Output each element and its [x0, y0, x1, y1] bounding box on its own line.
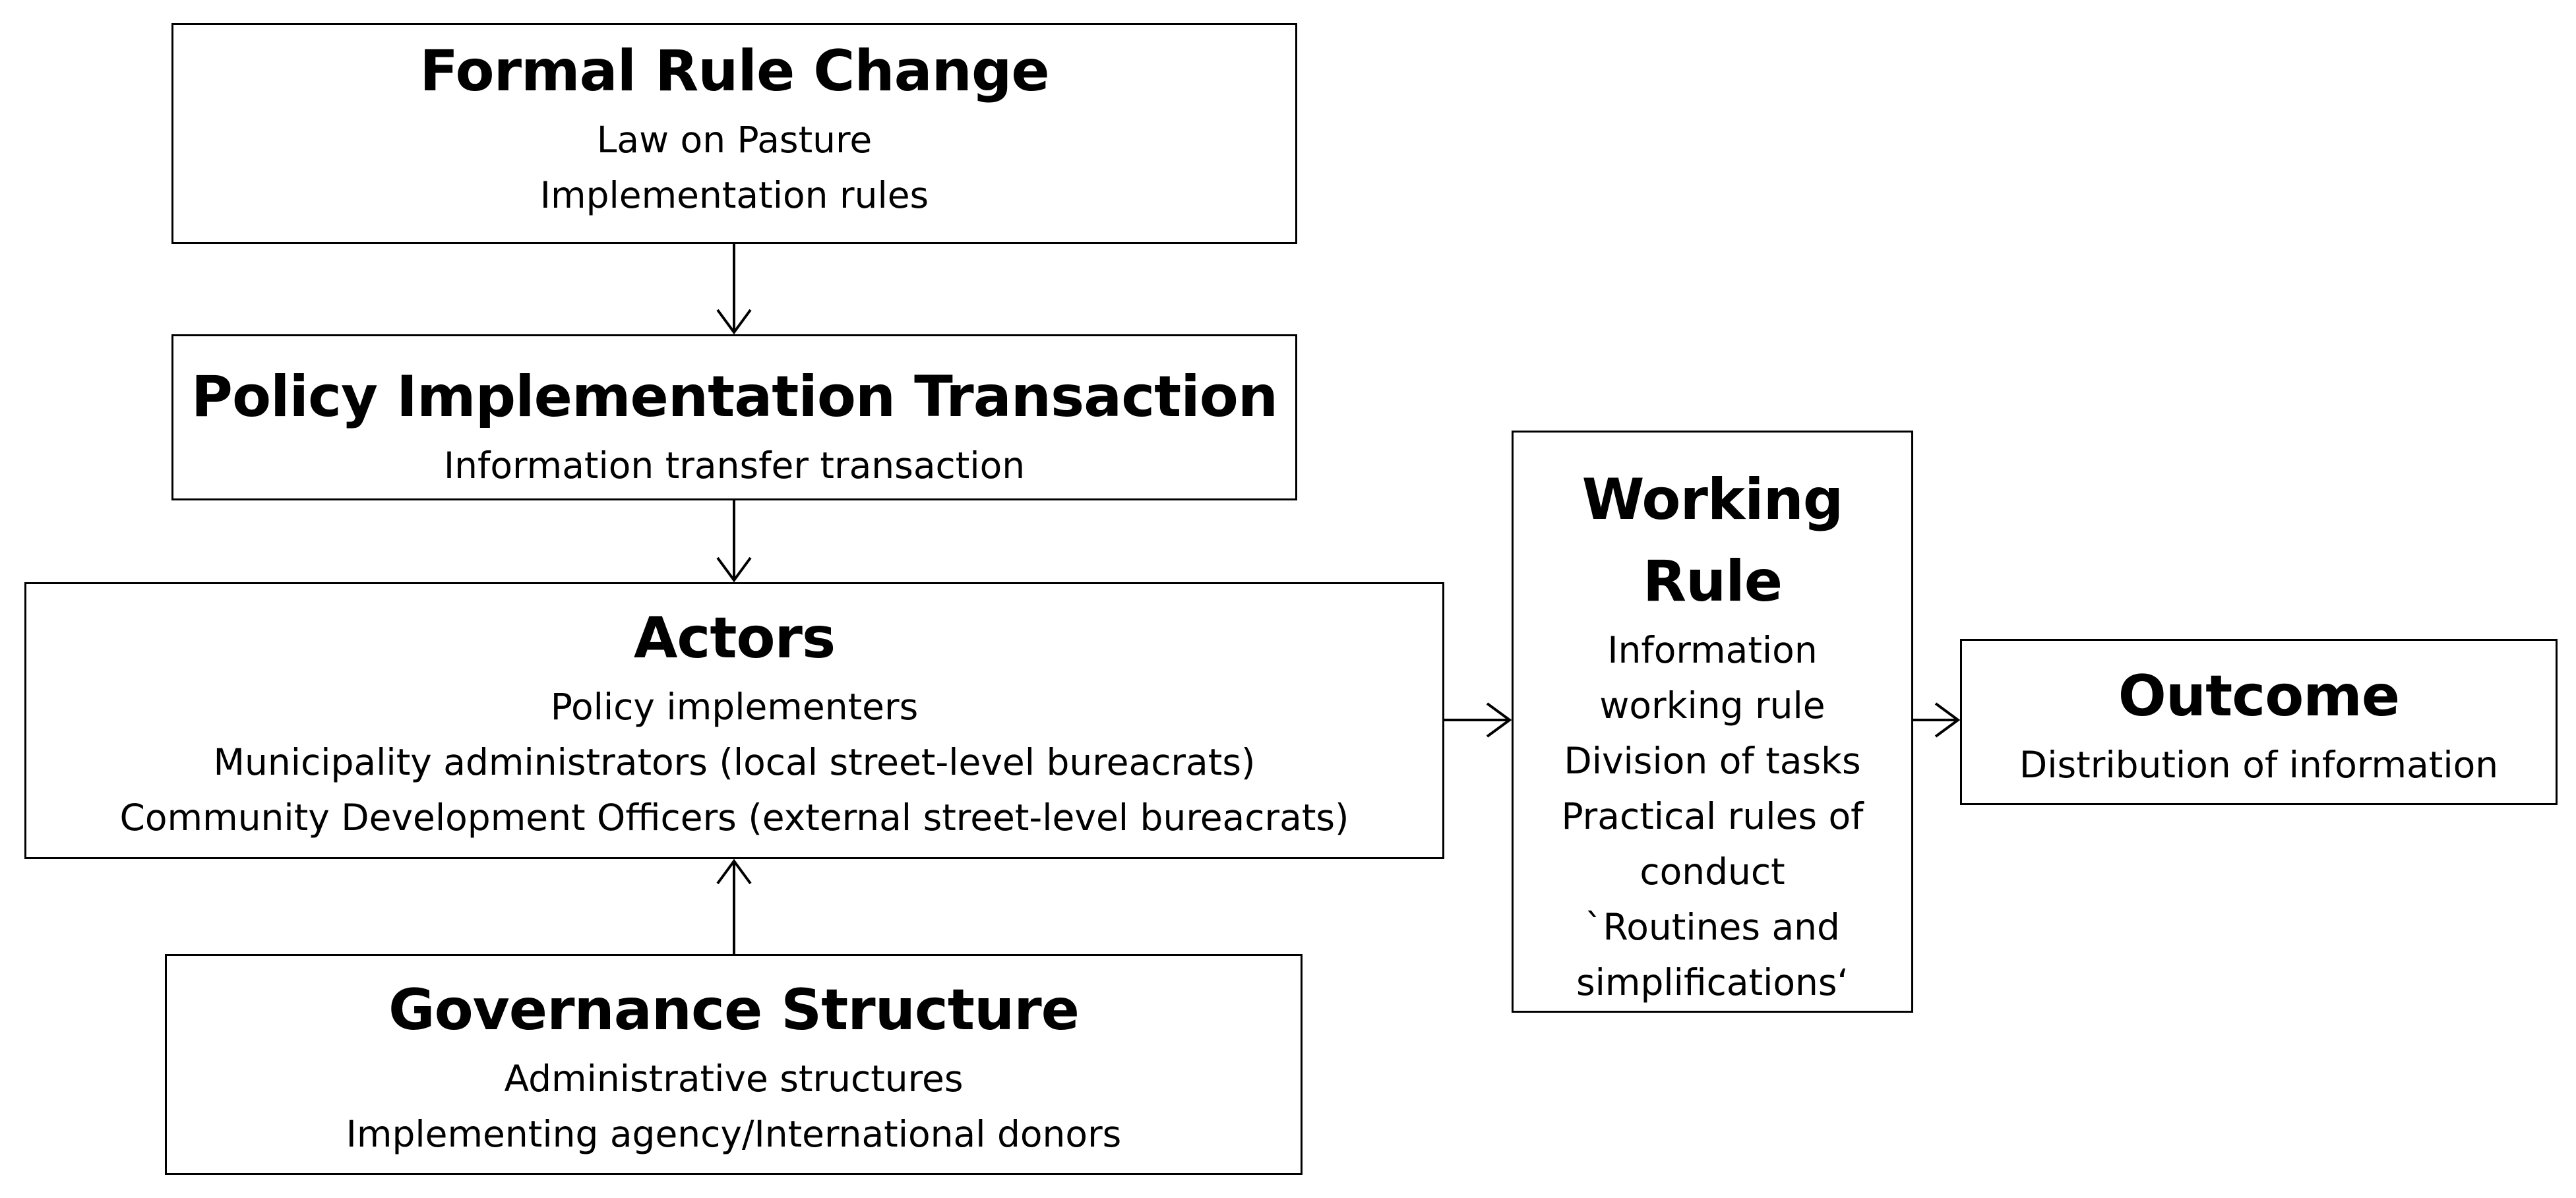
- working-rule-line: Practical rules of: [1561, 795, 1864, 837]
- arrow-actors-to-working-rule: [1444, 702, 1512, 738]
- actors-box: Actors Policy implementers Municipality …: [24, 582, 1444, 859]
- actors-line: Policy implementers: [550, 686, 919, 728]
- working-rule-line: simplifications‘: [1576, 961, 1849, 1003]
- actors-line: Community Development Officers (external…: [119, 796, 1349, 839]
- working-rule-line: `Routines and: [1585, 906, 1840, 948]
- actors-title: Actors: [633, 605, 836, 671]
- outcome-line: Distribution of information: [2019, 744, 2499, 786]
- outcome-box: Outcome Distribution of information: [1960, 639, 2558, 805]
- governance-structure-line: Administrative structures: [504, 1058, 964, 1100]
- actors-line: Municipality administrators (local stree…: [213, 741, 1256, 783]
- policy-implementation-box: Policy Implementation Transaction Inform…: [171, 334, 1297, 500]
- arrow-working-rule-to-outcome: [1913, 702, 1961, 738]
- formal-rule-change-line: Law on Pasture: [596, 119, 873, 161]
- arrow-governance-to-actors: [716, 858, 752, 954]
- outcome-title: Outcome: [2118, 663, 2400, 729]
- working-rule-box: Working Rule Information working rule Di…: [1512, 431, 1913, 1013]
- working-rule-title: Working: [1581, 467, 1844, 533]
- working-rule-line: Information: [1607, 629, 1818, 671]
- formal-rule-change-title: Formal Rule Change: [419, 38, 1050, 104]
- working-rule-line: Division of tasks: [1564, 740, 1861, 782]
- working-rule-line: working rule: [1599, 684, 1825, 727]
- arrow-formal-to-policy: [716, 244, 752, 335]
- policy-implementation-line: Information transfer transaction: [443, 444, 1026, 487]
- formal-rule-change-line: Implementation rules: [539, 174, 929, 216]
- policy-implementation-title: Policy Implementation Transaction: [191, 364, 1278, 430]
- governance-structure-title: Governance Structure: [388, 977, 1080, 1043]
- formal-rule-change-box: Formal Rule Change Law on Pasture Implem…: [171, 23, 1297, 244]
- arrow-policy-to-actors: [716, 500, 752, 583]
- governance-structure-line: Implementing agency/International donors: [346, 1113, 1122, 1155]
- governance-structure-box: Governance Structure Administrative stru…: [165, 954, 1303, 1175]
- working-rule-title: Rule: [1642, 549, 1783, 614]
- working-rule-line: conduct: [1640, 851, 1785, 893]
